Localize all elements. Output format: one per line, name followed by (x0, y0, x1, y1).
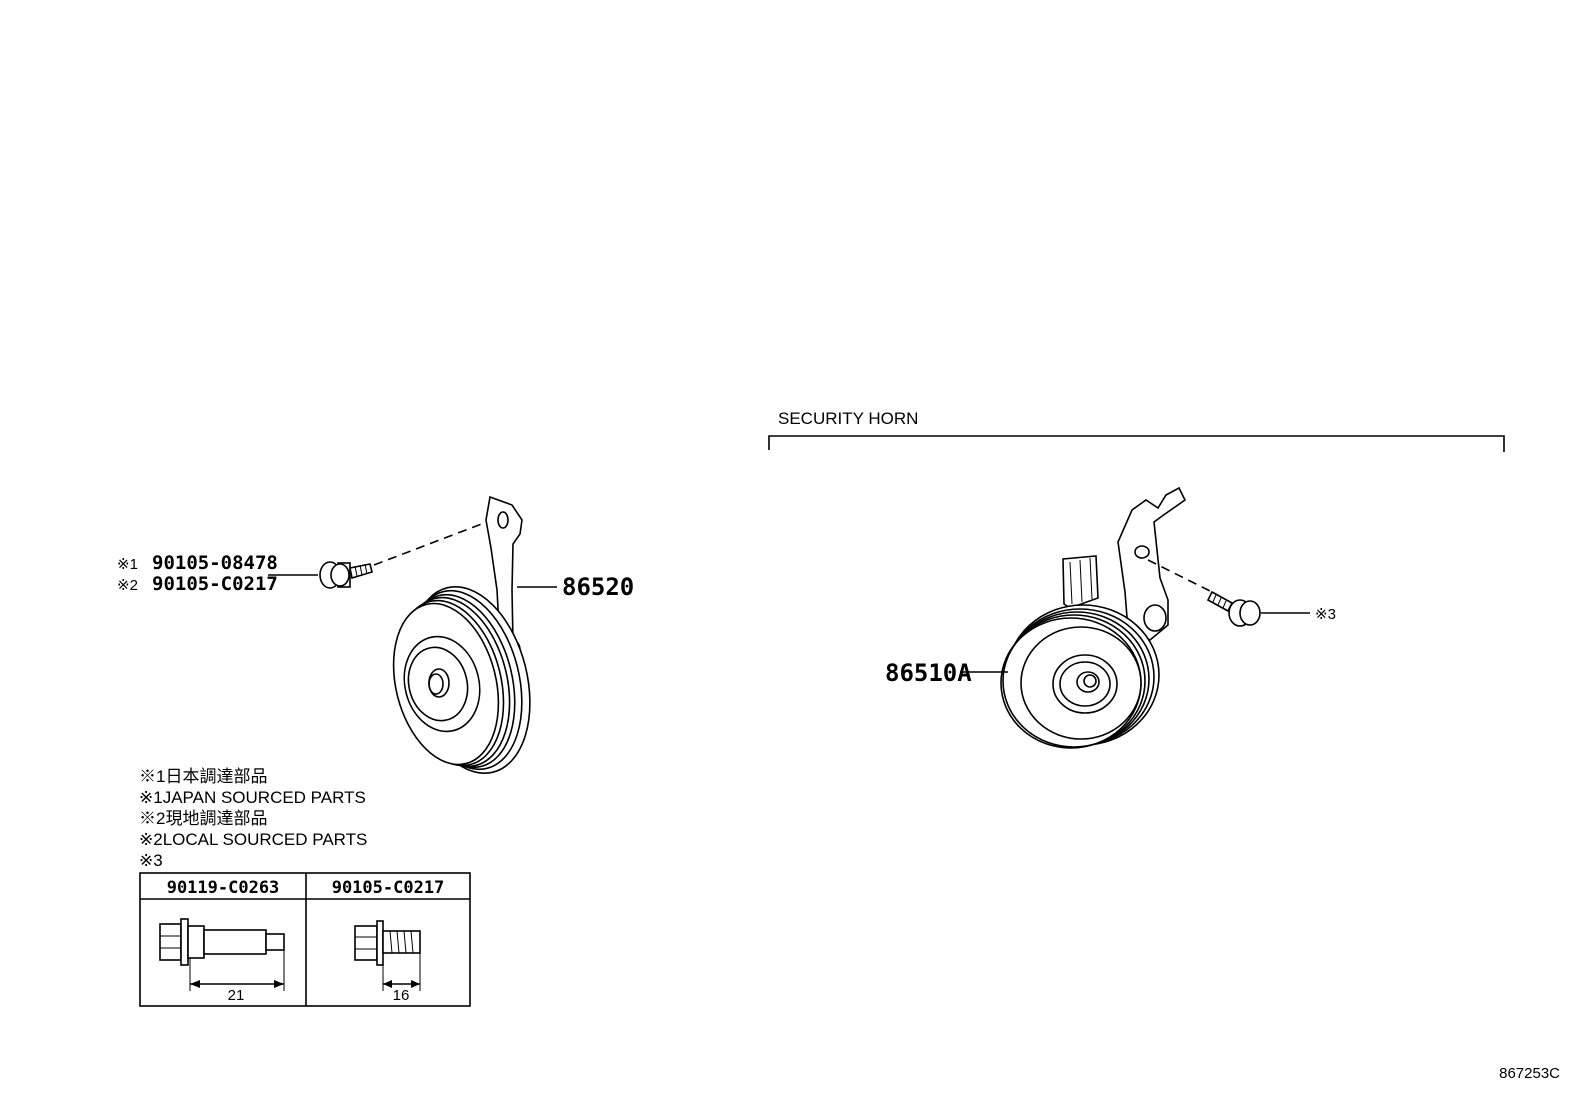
left-bolt-dashed-guide (373, 519, 493, 566)
right-horn-assembly: SECURITY HORN 86510 (768, 409, 1505, 749)
note-jp-2: ※2現地調達部品 (139, 809, 267, 828)
note-jp-1: ※1日本調達部品 (139, 767, 267, 786)
note-en-2: ※2LOCAL SOURCED PARTS (139, 830, 367, 849)
table-dim-col-1: 21 (228, 987, 245, 1004)
sourcing-notes: ※1日本調達部品 ※1JAPAN SOURCED PARTS ※2現地調達部品 … (139, 767, 367, 870)
table-bolt-2-icon (354, 920, 421, 991)
horn-86520-label[interactable]: 86520 (562, 573, 634, 601)
left-bolt-icon (319, 561, 373, 589)
section-title: SECURITY HORN (778, 409, 918, 428)
table-header-col-1[interactable]: 90119-C0263 (167, 878, 280, 898)
bolt-3-note: ※3 (1315, 606, 1336, 623)
note-en-1: ※1JAPAN SOURCED PARTS (139, 788, 366, 807)
left-horn-bracket (485, 495, 523, 646)
right-horn-bracket (1117, 486, 1187, 641)
right-horn-connector (1062, 555, 1099, 609)
table-header-col-2[interactable]: 90105-C0217 (332, 878, 445, 898)
table-bolt-1-icon (159, 918, 285, 991)
left-horn-assembly: ※1 90105-08478 ※2 90105-C0217 86520 (117, 495, 634, 775)
bolt-callout-mark-2: ※2 (117, 577, 138, 594)
right-bolt-icon (1206, 590, 1261, 627)
table-dim-col-2: 16 (393, 987, 410, 1004)
left-horn-disc (392, 585, 531, 775)
bolt-callout-mark-1: ※1 (117, 556, 138, 573)
note-3: ※3 (139, 851, 163, 870)
diagram-id: 867253C (1499, 1065, 1560, 1082)
section-bracket (768, 435, 1505, 452)
bolt-callout-part-1[interactable]: 90105-08478 (152, 552, 278, 574)
bolt-callout-part-2[interactable]: 90105-C0217 (152, 573, 278, 595)
bolt-table: 90119-C0263 90105-C0217 21 (139, 872, 471, 1007)
right-bolt-dashed-guide (1147, 559, 1213, 593)
horn-86510A-label[interactable]: 86510A (885, 659, 972, 687)
right-horn-disc (1000, 604, 1160, 749)
